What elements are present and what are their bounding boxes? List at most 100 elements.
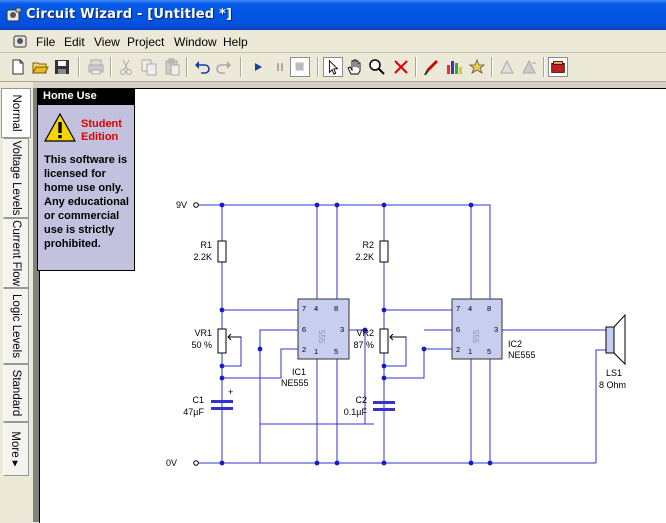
menu-file[interactable]: File: [36, 35, 56, 49]
ic2-pin-3: 3: [494, 325, 498, 334]
r2-value: 2.2K: [355, 252, 374, 262]
toolbar-separator: [317, 57, 319, 77]
probe-icon[interactable]: [421, 57, 441, 77]
schematic-canvas[interactable]: [39, 88, 666, 523]
pause-icon[interactable]: [270, 57, 290, 77]
ic1-ref: IC1: [292, 367, 306, 377]
ic1-body[interactable]: [297, 298, 350, 360]
c2-ref: C2: [355, 395, 367, 405]
pan-hand-icon[interactable]: [345, 57, 365, 77]
open-icon[interactable]: [30, 57, 50, 77]
menu-project[interactable]: Project: [127, 35, 165, 49]
ic1-value: NE555: [281, 378, 309, 388]
toolbar-separator: [491, 57, 493, 77]
paste-icon[interactable]: [162, 57, 182, 77]
ic1-pin-3: 3: [340, 325, 344, 334]
title-bar: Circuit Wizard - [Untitled *]: [0, 0, 666, 30]
toolbar: [0, 53, 666, 82]
new-icon[interactable]: [8, 57, 28, 77]
speaker-ls1[interactable]: [605, 313, 626, 366]
cut-icon[interactable]: [116, 57, 136, 77]
capacitor-c1[interactable]: [211, 400, 233, 410]
menu-view[interactable]: View: [94, 35, 120, 49]
gallery-icon[interactable]: [548, 57, 568, 77]
resistor-r2[interactable]: [379, 240, 389, 263]
potentiometer-vr1[interactable]: [217, 328, 241, 354]
parts-icon[interactable]: [467, 57, 487, 77]
tab-more[interactable]: More ▸: [3, 422, 29, 476]
canvas-shadow: [33, 88, 39, 522]
menu-window[interactable]: Window: [174, 35, 217, 49]
save-icon[interactable]: [52, 57, 72, 77]
ls1-ref: LS1: [606, 368, 622, 378]
rail-9v-label: 9V: [176, 200, 187, 210]
ic2-pin-2: 2: [456, 345, 460, 354]
ic1-pin-4: 4: [314, 304, 318, 313]
vr2-ref: VR2: [356, 328, 374, 338]
app-icon: [6, 7, 22, 22]
toolbar-separator: [240, 57, 242, 77]
resistor-r1[interactable]: [217, 240, 227, 263]
play-icon[interactable]: [248, 57, 268, 77]
window-title: Circuit Wizard - [Untitled *]: [26, 7, 233, 22]
tab-current-flow[interactable]: Current Flow: [3, 218, 29, 288]
ic1-pin-8: 8: [334, 304, 338, 313]
ic2-value: NE555: [508, 350, 536, 360]
ic2-body-label: 555: [471, 330, 480, 344]
select-pointer-icon[interactable]: [323, 57, 343, 77]
capacitor-c2[interactable]: [373, 401, 395, 411]
redo-icon[interactable]: [214, 57, 234, 77]
copy-icon[interactable]: [139, 57, 159, 77]
delete-icon[interactable]: [391, 57, 411, 77]
ic2-pin-7: 7: [456, 304, 460, 313]
toolbar-separator: [543, 57, 545, 77]
graph-icon[interactable]: [444, 57, 464, 77]
vr1-value: 50 %: [191, 340, 212, 350]
undo-icon[interactable]: [192, 57, 212, 77]
tab-logic-levels[interactable]: Logic Levels: [3, 288, 29, 364]
c1-value: 47µF: [183, 407, 204, 417]
rotate-left-icon[interactable]: [497, 57, 517, 77]
toolbar-separator: [110, 57, 112, 77]
toolbar-separator: [186, 57, 188, 77]
tab-voltage-levels[interactable]: Voltage Levels: [3, 138, 29, 218]
menu-bar: File Edit View Project Window Help: [0, 30, 666, 53]
r1-ref: R1: [200, 240, 212, 250]
ic2-ref: IC2: [508, 339, 522, 349]
ic2-pin-1: 1: [468, 347, 472, 356]
stop-icon[interactable]: [290, 57, 310, 77]
ic1-pin-1: 1: [314, 347, 318, 356]
toolbar-separator: [78, 57, 80, 77]
menu-help[interactable]: Help: [223, 35, 248, 49]
ic2-pin-6: 6: [456, 325, 460, 334]
license-message: This software is licensed for home use o…: [44, 154, 129, 250]
ic1-body-label: 555: [317, 330, 326, 344]
canvas-frame: [33, 82, 666, 88]
ic2-pin-8: 8: [487, 304, 491, 313]
tab-normal[interactable]: Normal: [1, 88, 31, 138]
ic2-pin-5: 5: [487, 347, 491, 356]
view-mode-tabs: Normal Voltage Levels Current Flow Logic…: [0, 82, 33, 522]
ls1-value: 8 Ohm: [599, 380, 626, 390]
ic1-pin-5: 5: [334, 347, 338, 356]
rail-0v-label: 0V: [166, 458, 177, 468]
edition-label: Student Edition: [81, 118, 122, 143]
document-menu-icon[interactable]: [13, 33, 29, 49]
ic2-body[interactable]: [451, 298, 503, 360]
print-icon[interactable]: [86, 57, 106, 77]
menu-edit[interactable]: Edit: [64, 35, 85, 49]
tab-standard[interactable]: Standard: [3, 364, 29, 422]
vr1-ref: VR1: [194, 328, 212, 338]
notice-heading: Home Use: [38, 89, 134, 105]
ic1-pin-2: 2: [302, 345, 306, 354]
toolbar-separator: [415, 57, 417, 77]
c1-ref: C1: [192, 395, 204, 405]
warning-icon: [44, 113, 76, 142]
ic1-pin-6: 6: [302, 325, 306, 334]
potentiometer-vr2[interactable]: [379, 328, 406, 354]
ic1-pin-7: 7: [302, 304, 306, 313]
zoom-icon[interactable]: [367, 57, 387, 77]
rotate-right-icon[interactable]: [519, 57, 539, 77]
junction-nodes: [219, 202, 493, 466]
